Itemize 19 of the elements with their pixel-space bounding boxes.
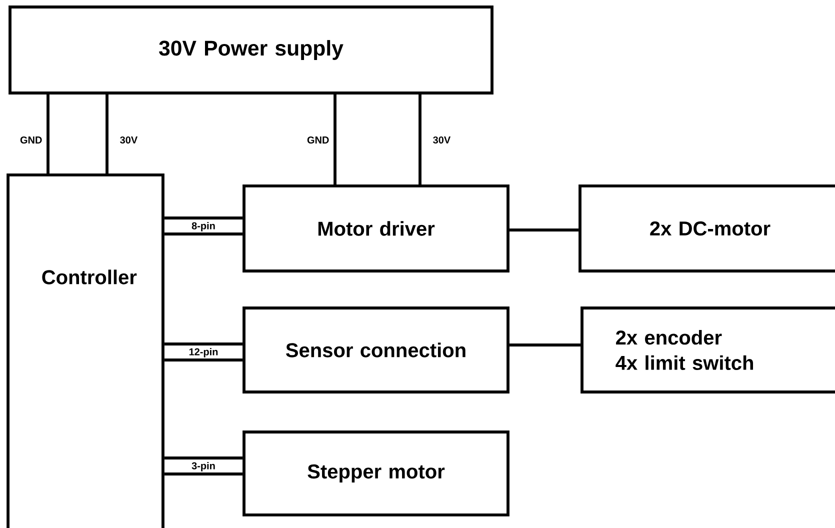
stepper-box: Stepper motor	[242, 430, 510, 516]
wire-label: 30V	[433, 136, 451, 144]
driver-box: Motor driver	[242, 184, 510, 272]
pin-label: 8-pin	[192, 222, 215, 232]
motor-box: 2x DC-motor	[578, 184, 835, 272]
wire	[509, 344, 581, 346]
wire-label: 30V	[120, 136, 138, 144]
sensor-box: Sensor connection	[242, 306, 510, 394]
controller-box: Controller	[6, 174, 164, 528]
ribbon-cable	[162, 342, 244, 362]
pin-label: 12-pin	[189, 348, 218, 358]
wire	[509, 228, 579, 232]
ribbon-cable	[162, 456, 244, 476]
wire-label: GND	[307, 136, 329, 144]
sensor-device-box: 2x encoder 4x limit switch	[580, 306, 835, 394]
power-supply-box: 30V Power supply	[8, 6, 494, 94]
ribbon-cable	[162, 216, 244, 236]
pin-label: 3-pin	[192, 462, 215, 472]
wire-label: GND	[20, 136, 42, 144]
